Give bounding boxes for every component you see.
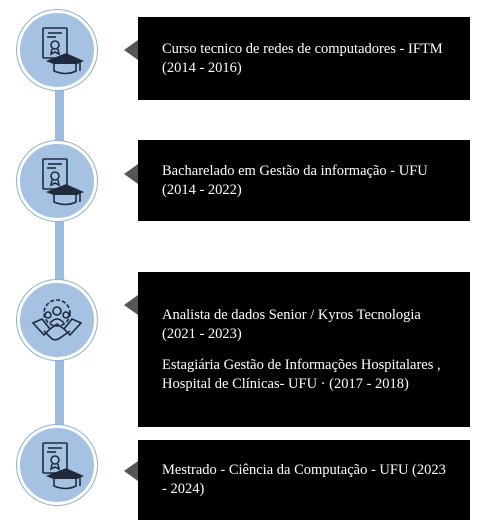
timeline-entry: Analista de dados Senior / Kyros Tecnolo… xyxy=(162,306,421,342)
diploma-graduation-cap-icon xyxy=(42,158,84,206)
diploma-graduation-cap-icon xyxy=(42,442,84,490)
card-pointer-3 xyxy=(124,295,138,315)
timeline-entry: Estagiária Gestão de Informações Hospita… xyxy=(162,356,441,392)
timeline-entry: Bacharelado em Gestão da informação - UF… xyxy=(162,162,428,198)
timeline-card-3: Analista de dados Senior / Kyros Tecnolo… xyxy=(138,272,470,427)
timeline-card-1: Curso tecnico de redes de computadores -… xyxy=(138,17,470,100)
card-pointer-2 xyxy=(124,164,138,184)
timeline-connector xyxy=(55,60,64,480)
timeline-node-1 xyxy=(17,10,97,90)
card-pointer-1 xyxy=(124,40,138,60)
timeline-node-4 xyxy=(17,425,97,505)
timeline-entry: Curso tecnico de redes de computadores -… xyxy=(162,40,443,76)
timeline-node-2 xyxy=(17,141,97,221)
timeline-node-3 xyxy=(17,280,97,360)
timeline-card-2: Bacharelado em Gestão da informação - UF… xyxy=(138,140,470,221)
diploma-graduation-cap-icon xyxy=(42,27,84,75)
timeline-card-4: Mestrado - Ciência da Computação - UFU (… xyxy=(138,440,470,520)
timeline-entry: Mestrado - Ciência da Computação - UFU (… xyxy=(162,462,446,497)
card-pointer-4 xyxy=(124,461,138,481)
team-handshake-gear-icon xyxy=(31,299,83,341)
